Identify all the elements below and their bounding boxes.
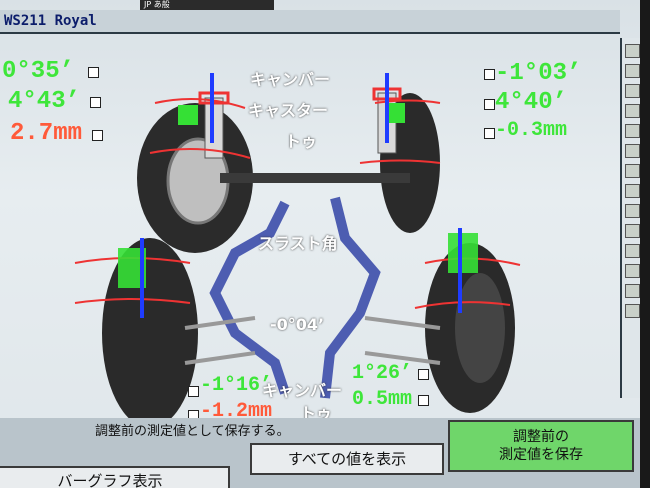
toolbar-button-10[interactable] <box>625 224 640 238</box>
toolbar-button-12[interactable] <box>625 264 640 278</box>
save-before-adjustment-button[interactable]: 調整前の 測定値を保存 <box>448 420 634 472</box>
thrust-angle-value: -0°04’ <box>270 315 325 334</box>
window-title: WS211 Royal <box>4 13 97 29</box>
front-right-caster-adjust-icon[interactable] <box>484 99 495 110</box>
right-toolbar <box>620 38 642 398</box>
front-right-toe: -0.3mm <box>495 119 568 142</box>
front-right-toe-adjust-icon[interactable] <box>484 128 495 139</box>
bar-graph-button[interactable]: バーグラフ表示 <box>0 466 230 488</box>
label-toe-front: トゥ <box>285 132 318 151</box>
save-button-line2: 測定値を保存 <box>499 447 583 463</box>
toolbar-button-11[interactable] <box>625 244 640 258</box>
show-all-values-button[interactable]: すべての値を表示 <box>250 443 444 475</box>
title-bar: WS211 Royal <box>0 10 620 34</box>
toolbar-button-9[interactable] <box>625 204 640 218</box>
toolbar-button-5[interactable] <box>625 124 640 138</box>
rear-right-toe: 0.5mm <box>352 388 413 411</box>
toolbar-button-4[interactable] <box>625 104 640 118</box>
toolbar-button-1[interactable] <box>625 44 640 58</box>
label-camber-rear: キャンバー <box>262 381 343 400</box>
front-right-camber-adjust-icon[interactable] <box>484 69 495 80</box>
toolbar-button-7[interactable] <box>625 164 640 178</box>
rear-right-camber: 1°26’ <box>352 362 413 385</box>
rear-left-toe: -1.2mm <box>200 400 273 423</box>
rear-right-camber-adjust-icon[interactable] <box>418 369 429 380</box>
angle-markers <box>118 73 478 318</box>
rear-left-camber: -1°16’ <box>200 374 273 397</box>
front-left-caster: 4°43’ <box>8 88 81 115</box>
exhaust-right <box>320 196 381 399</box>
toolbar-button-3[interactable] <box>625 84 640 98</box>
toolbar-button-6[interactable] <box>625 144 640 158</box>
monitor-bezel <box>640 0 650 488</box>
suspension-illustration <box>74 73 521 418</box>
save-button-line1: 調整前の <box>513 429 569 445</box>
rear-left-camber-adjust-icon[interactable] <box>188 386 199 397</box>
toolbar-button-14[interactable] <box>625 304 640 318</box>
exhaust-left <box>209 200 290 395</box>
angle-overlays <box>74 98 521 309</box>
rear-right-toe-adjust-icon[interactable] <box>418 395 429 406</box>
status-message: 調整前の測定値として保存する。 <box>95 424 290 439</box>
front-left-toe-adjust-icon[interactable] <box>92 130 103 141</box>
ime-mode: あ般 <box>153 0 170 9</box>
label-camber-front: キャンバー <box>250 70 331 89</box>
front-left-camber: 0°35’ <box>2 58 75 85</box>
label-thrust-angle: スラスト角 <box>258 234 338 253</box>
toolbar-button-8[interactable] <box>625 184 640 198</box>
ime-indicator: JP <box>144 0 152 9</box>
front-axle <box>220 173 410 183</box>
front-right-caster: 4°40’ <box>495 89 568 116</box>
toolbar-button-13[interactable] <box>625 284 640 298</box>
rear-left-tire <box>102 238 198 418</box>
front-left-toe: 2.7mm <box>10 120 83 147</box>
front-left-caster-adjust-icon[interactable] <box>90 97 101 108</box>
label-caster: キャスター <box>248 101 329 120</box>
toolbar-button-2[interactable] <box>625 64 640 78</box>
front-right-camber: -1°03’ <box>495 60 582 87</box>
system-status-strip: JP あ般 <box>140 0 274 10</box>
front-left-camber-adjust-icon[interactable] <box>88 67 99 78</box>
